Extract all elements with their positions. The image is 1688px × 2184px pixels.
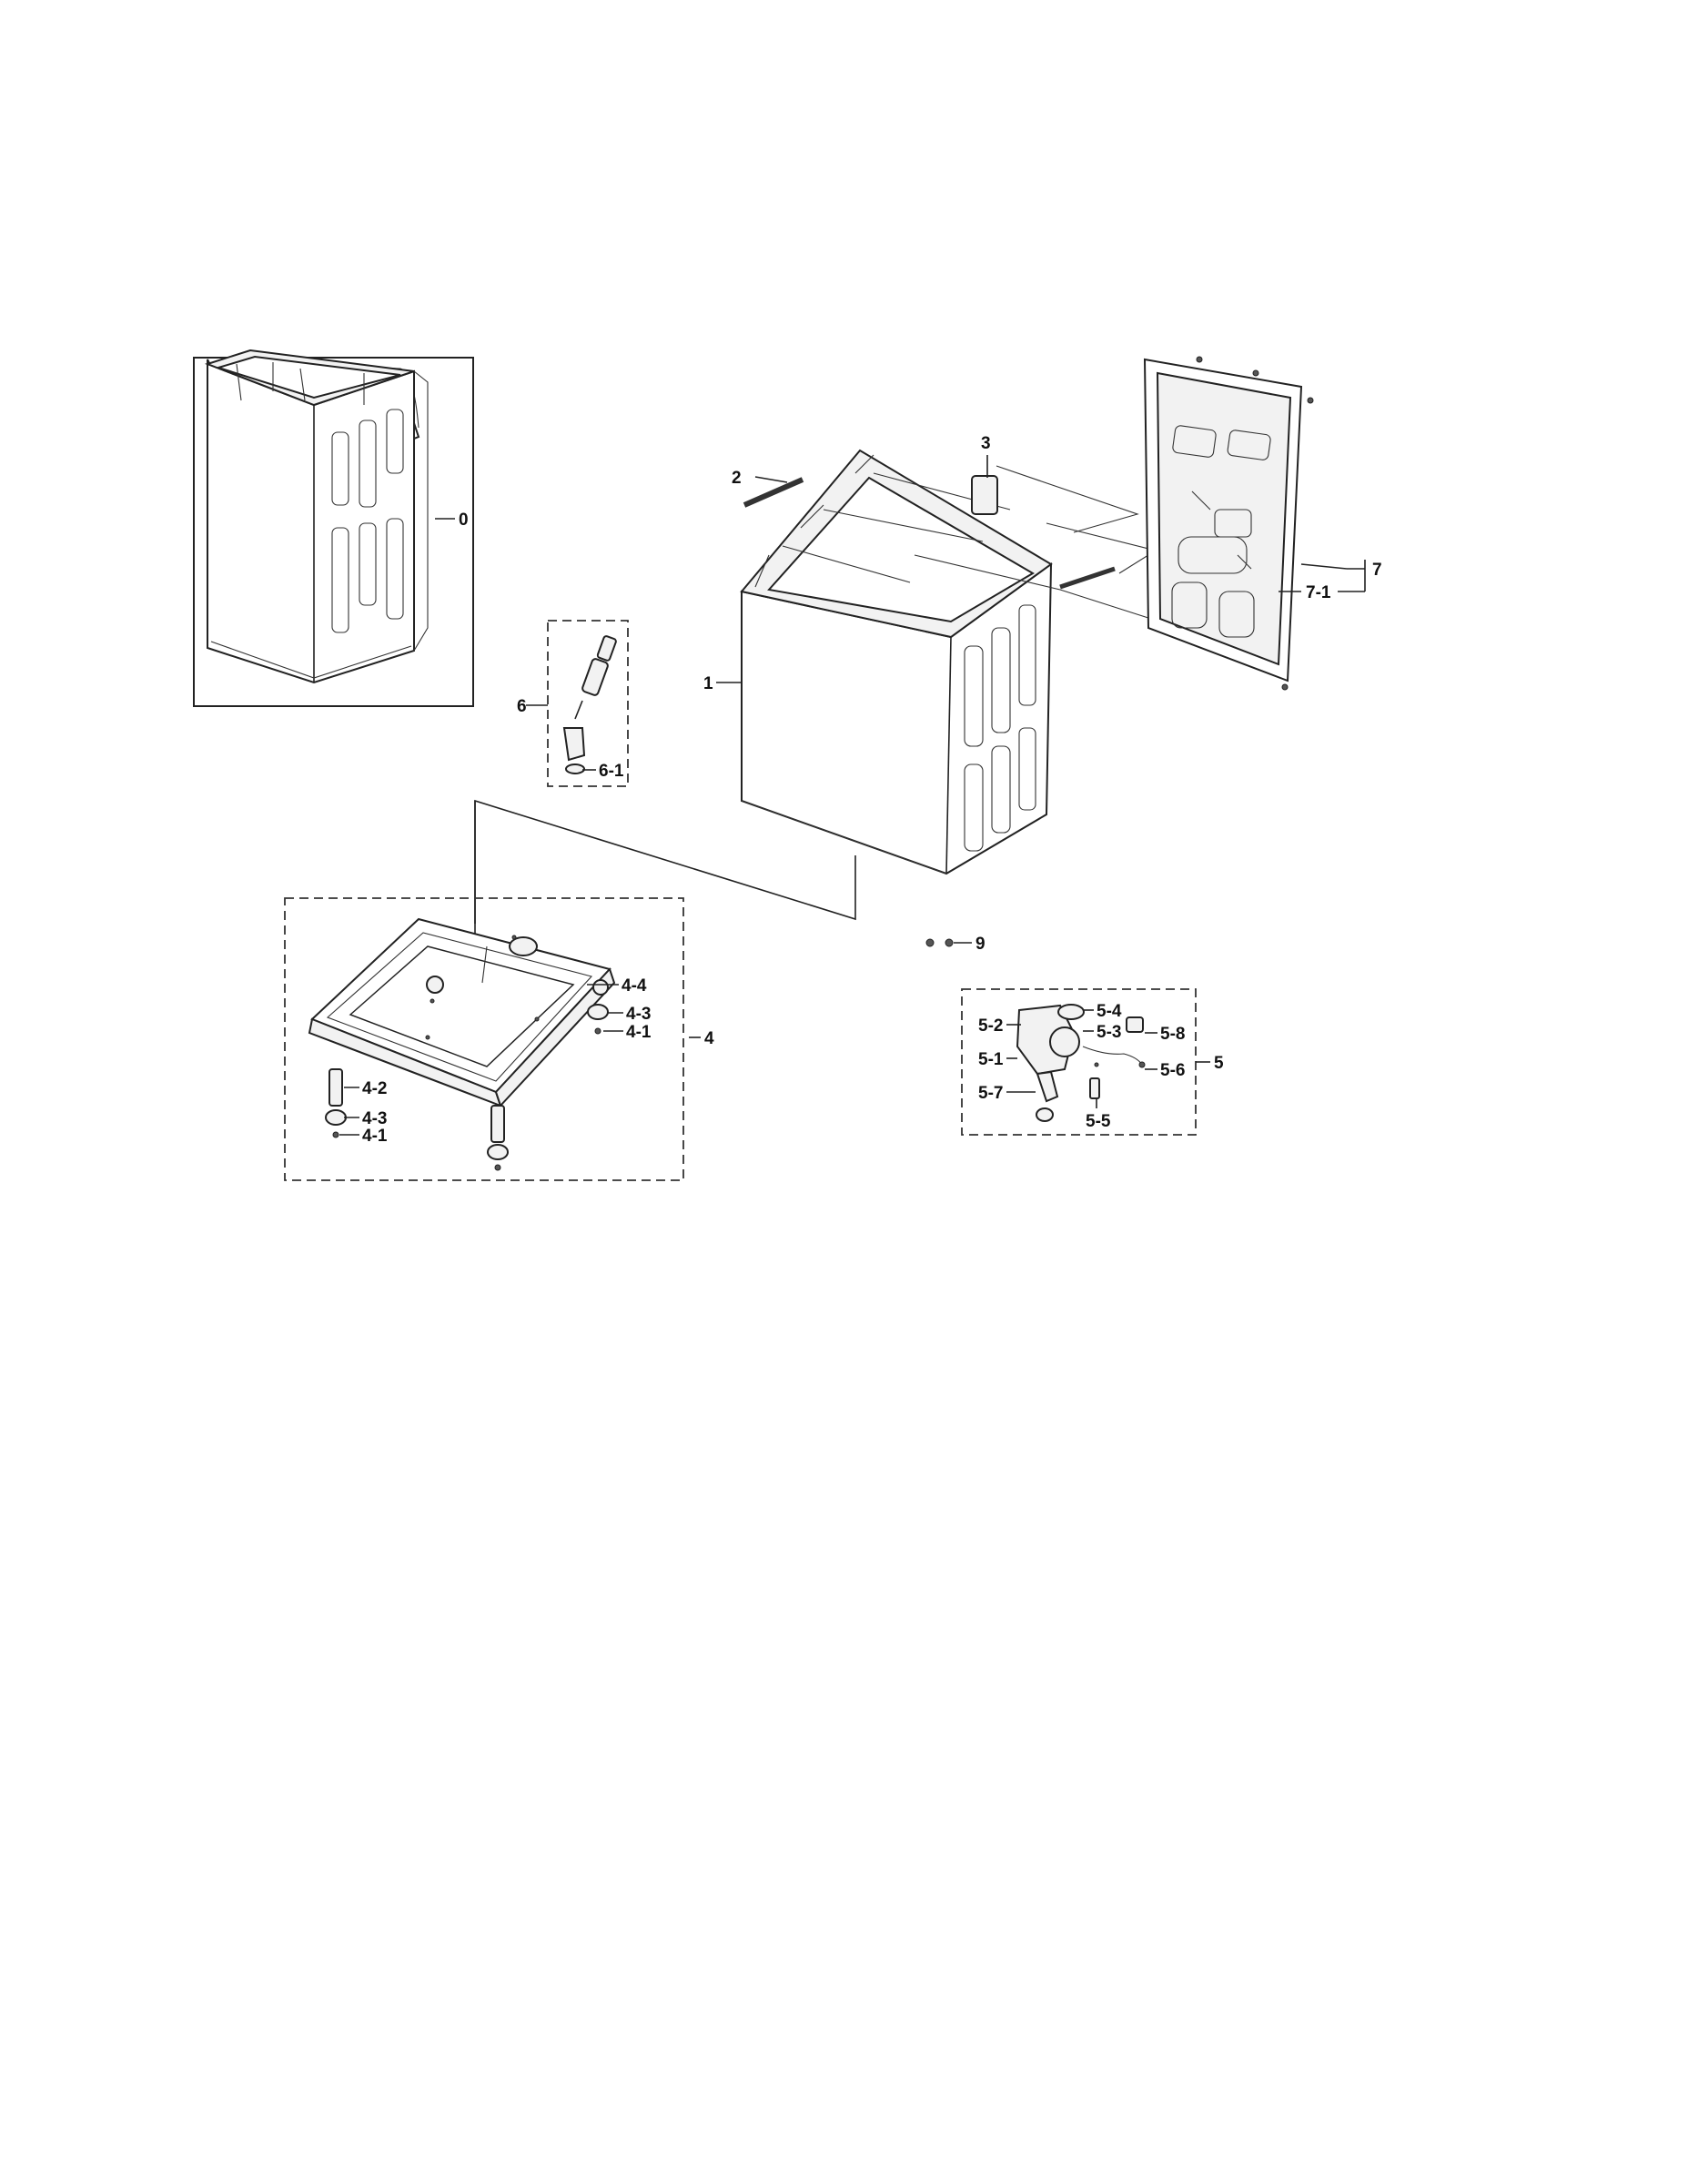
- callout-4: 4: [704, 1029, 714, 1048]
- callout-7: 7: [1372, 561, 1382, 580]
- bracket-part-3: 3: [971, 434, 998, 515]
- pump-kit-part-5: 5-2 5-1 5-7 5-4 5-3 5-8 5-6 5-5 5: [961, 988, 1224, 1136]
- callout-7-1: 7-1: [1306, 583, 1331, 602]
- callout-5-7: 5-7: [978, 1084, 1003, 1103]
- callout-4-2: 4-2: [362, 1079, 387, 1098]
- screws-part-9: 9: [925, 935, 986, 954]
- callout-5-1: 5-1: [978, 1050, 1004, 1069]
- callout-4-1b: 4-1: [362, 1127, 388, 1146]
- callout-5: 5: [1214, 1054, 1224, 1073]
- callout-5-2: 5-2: [978, 1016, 1003, 1036]
- cabinet-part-1: 1: [703, 449, 1053, 875]
- callout-4-3a: 4-3: [626, 1005, 651, 1024]
- kit-6-frame: [547, 620, 629, 787]
- callout-5-4: 5-4: [1097, 1002, 1122, 1021]
- overview-frame: [193, 357, 474, 707]
- callout-5-8: 5-8: [1160, 1025, 1185, 1044]
- callout-3: 3: [981, 434, 991, 453]
- base-frame-kit-part-4: 4-4 4-3 4-1 4-2 4-3 4-1 4: [284, 897, 714, 1181]
- hose-kit-part-6: 6 6-1: [517, 620, 629, 787]
- callout-5-5: 5-5: [1086, 1112, 1111, 1131]
- overview-cabinet-illustration: [204, 349, 429, 684]
- callout-5-3: 5-3: [1097, 1023, 1121, 1042]
- callout-4-1a: 4-1: [626, 1023, 652, 1042]
- callout-0: 0: [459, 511, 469, 530]
- callout-2: 2: [732, 469, 742, 488]
- back-panel-part-7: 7 7-1: [914, 356, 1382, 691]
- strip-part-2: 2: [732, 469, 804, 508]
- callout-1: 1: [703, 674, 713, 693]
- callout-5-6: 5-6: [1160, 1061, 1185, 1080]
- overview-assembly: 0: [193, 349, 474, 707]
- callout-4-4: 4-4: [622, 976, 647, 996]
- callout-6-1: 6-1: [599, 762, 624, 781]
- callout-6: 6: [517, 697, 527, 716]
- kit-4-frame: [284, 897, 684, 1181]
- callout-4-3b: 4-3: [362, 1109, 387, 1128]
- callout-9: 9: [975, 935, 986, 954]
